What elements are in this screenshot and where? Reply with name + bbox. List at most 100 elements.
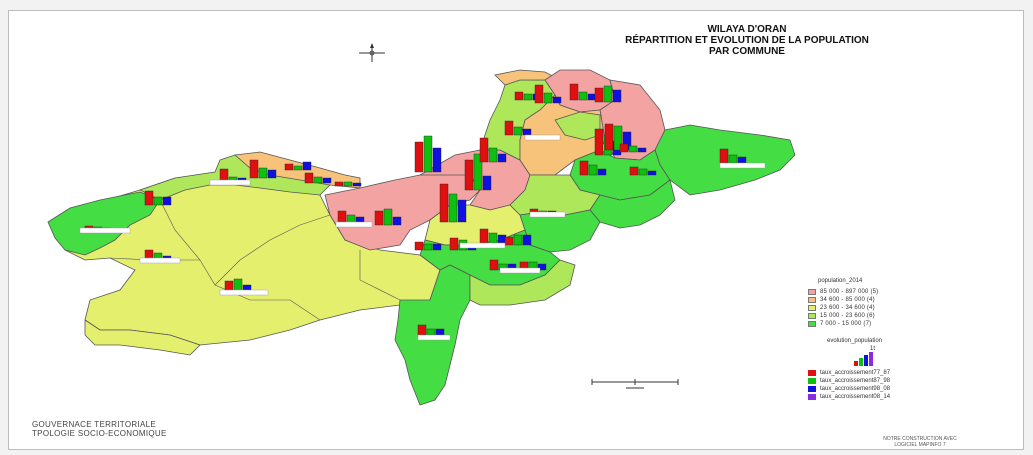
commune-label [79,227,131,234]
commune-bar [144,190,154,206]
legend-swatch [808,377,816,384]
commune-bar [334,181,344,187]
commune-label [219,289,269,296]
evolution-legend-subtitle: 1t [870,346,876,352]
commune-bar [497,234,507,244]
commune-bar [343,181,353,187]
scale-bar [591,379,679,389]
commune-bar [603,85,613,103]
legend-item: 15 000 - 23 600 (6) [808,312,918,319]
commune-bar [534,84,544,104]
commune-bar [352,182,362,187]
commune-bar [457,199,467,223]
commune-bar [552,96,562,104]
commune-bar [497,153,507,163]
commune-label [139,257,181,264]
commune-bar [293,165,303,171]
commune-label [524,134,561,141]
commune-bar [414,141,424,173]
commune-bar [417,324,427,336]
legend-item: 23 600 - 34 600 (4) [808,304,918,311]
commune-bar [482,175,492,191]
legend-item: 34 600 - 85 000 (4) [808,296,918,303]
commune-bar [423,135,433,173]
commune-bar [488,147,498,163]
commune-bar [313,176,323,184]
commune-bar [523,93,533,101]
commune-bar [594,87,604,103]
commune-bar [488,232,498,244]
legend-swatch [808,312,816,319]
map-title: WILAYA D'ORAN RÉPARTITION ET EVOLUTION D… [592,24,902,57]
commune-bar [435,328,445,336]
commune-label [417,334,451,341]
commune-bar [522,128,532,136]
commune-bar [737,156,747,164]
commune-bar [647,170,657,176]
commune-bar [588,164,598,176]
commune-bar [587,93,597,101]
commune-bar [267,169,277,179]
legend-swatch [808,369,816,376]
commune-bar [594,128,604,156]
credit-text: NOTRE CONSTRUCTION AVEC LOGICIEL MAPINFO… [883,436,957,448]
population-legend: population_2014 85 000 - 897 000 (5) 34 … [808,278,918,328]
commune-bar [432,243,442,251]
commune-region [84,319,201,356]
commune-bar [374,210,384,226]
commune-bar [579,160,589,176]
legend-swatch [808,385,816,392]
commune-bar [513,234,523,246]
commune-bar [284,163,294,171]
commune-region [469,259,576,306]
commune-bar [628,145,638,153]
commune-bar [728,154,738,164]
commune-bar [449,237,459,251]
commune-bar [439,183,449,223]
legend-item: taux_accroissement98_08 [808,385,890,392]
commune-bar [414,241,424,251]
commune-bar [597,168,607,176]
legend-swatch [808,304,816,311]
commune-bar [432,147,442,173]
commune-label [529,211,566,218]
commune-bar [473,153,483,191]
commune-bar [613,125,623,151]
commune-bar [392,216,402,226]
commune-bar [249,159,259,179]
title-line-2: RÉPARTITION ET EVOLUTION DE LA POPULATIO… [625,35,869,46]
legend-item: taux_accroissement77_87 [808,369,890,376]
commune-bar [489,259,499,271]
commune-bar [162,196,172,206]
commune-bar [423,243,433,251]
legend-swatch [808,393,816,400]
legend-item: 7 000 - 15 000 (7) [808,320,918,327]
legend-item: taux_accroissement08_14 [808,393,890,400]
legend-item: 85 000 - 897 000 (5) [808,288,918,295]
commune-bar [448,193,458,223]
commune-bar [479,137,489,163]
commune-bar [522,234,532,246]
commune-bar [504,236,514,246]
commune-bar [153,196,163,206]
legend-swatch [808,320,816,327]
commune-bar [302,161,312,171]
commune-bar [719,148,729,164]
commune-bar [604,123,614,151]
commune-bar [504,120,514,136]
commune-bar [543,92,553,104]
legend-item: taux_accroissement87_98 [808,377,890,384]
commune-bar [638,168,648,176]
legend-swatch [808,288,816,295]
population-legend-title: population_2014 [818,278,863,284]
north-arrow-icon [359,43,385,62]
commune-bar [569,83,579,101]
commune-bar [513,126,523,136]
commune-bar [629,166,639,176]
legend-swatch [808,296,816,303]
commune-bar [619,143,629,153]
commune-label [459,242,506,249]
commune-bar [304,172,314,184]
commune-bar [322,177,332,184]
commune-bar [426,328,436,336]
